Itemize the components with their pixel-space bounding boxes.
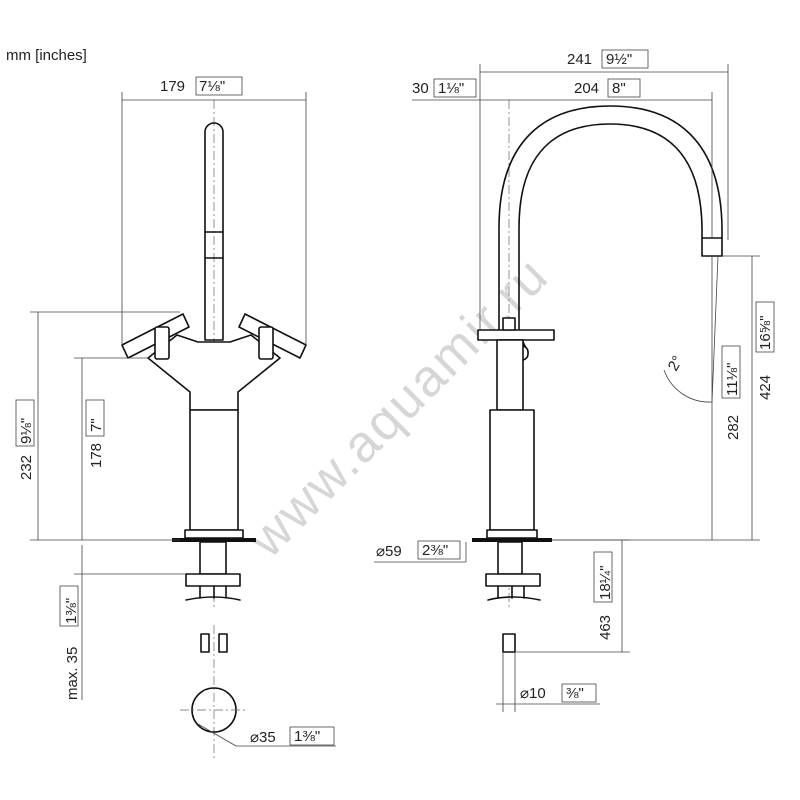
side-view: 2°	[472, 100, 723, 653]
front-height-178-inch: 7"	[88, 418, 105, 432]
side-shank	[497, 541, 523, 575]
swivel-arc	[663, 369, 713, 403]
side-204-mm: 204	[574, 80, 599, 97]
side-dimensions: 241 9½" 204 8" 30 1⅛" 424 16⅝" 282 11⅛" …	[374, 49, 775, 712]
front-nut	[185, 573, 241, 587]
front-spout	[204, 122, 224, 341]
front-width-inch: 7⅛"	[199, 78, 225, 95]
hose-diameter-inch: ⅜"	[566, 685, 584, 702]
side-column	[489, 409, 535, 531]
side-hoses	[497, 585, 525, 599]
side-463-mm: 463	[597, 615, 614, 640]
side-282-inch: 11⅛"	[724, 363, 741, 396]
front-width-mm: 179	[160, 78, 185, 95]
swivel-angle: 2°	[665, 353, 687, 374]
side-hose-end	[502, 633, 516, 653]
side-base-ring	[486, 529, 538, 539]
front-max35-label: max. 35	[64, 647, 81, 700]
front-base-plate	[172, 538, 256, 542]
hole-diameter-mm: ⌀35	[250, 729, 276, 746]
front-view	[121, 100, 307, 760]
front-body	[147, 334, 281, 411]
front-hose-break	[185, 596, 241, 601]
front-height-178-mm: 178	[88, 443, 105, 468]
front-height-232-mm: 232	[18, 455, 35, 480]
front-right-handle	[238, 313, 307, 360]
units-note: mm [inches]	[6, 47, 87, 64]
side-handle-cap	[502, 317, 516, 331]
side-241-mm: 241	[567, 51, 592, 68]
front-max35-inch: 1⅜"	[63, 598, 80, 624]
side-204-inch: 8"	[612, 80, 626, 97]
side-282-mm: 282	[725, 415, 742, 440]
front-hose-end-left	[200, 633, 210, 653]
side-spout-inner	[518, 123, 703, 341]
side-241-inch: 9½"	[606, 51, 632, 68]
side-base-plate	[472, 538, 552, 542]
front-left-handle	[121, 313, 190, 360]
front-dimensions: 179 7⅛" 232 9⅛" 178 7" max. 35 1⅜" ⌀35 1…	[15, 76, 336, 747]
side-424-inch: 16⅝"	[757, 315, 774, 350]
front-base-ring	[184, 529, 244, 539]
front-column	[189, 409, 239, 531]
side-30-inch: 1⅛"	[438, 80, 464, 97]
side-hose-break	[487, 596, 541, 601]
front-shank	[199, 541, 227, 575]
hole-diameter-inch: 1⅜"	[294, 728, 320, 745]
side-handle-bar	[477, 329, 555, 341]
side-spout-aerator	[701, 237, 723, 257]
base-diameter-inch: 2⅜"	[422, 542, 448, 559]
side-424-mm: 424	[757, 375, 774, 400]
side-30-mm: 30	[412, 80, 429, 97]
side-nut	[485, 573, 541, 587]
front-height-232-inch: 9⅛"	[18, 418, 35, 444]
hose-diameter-mm: ⌀10	[520, 685, 546, 702]
side-463-inch: 18¼"	[597, 565, 614, 600]
side-body	[496, 339, 524, 411]
front-hoses	[199, 585, 227, 599]
front-hose-end-right	[218, 633, 228, 653]
base-diameter-mm: ⌀59	[376, 543, 402, 560]
